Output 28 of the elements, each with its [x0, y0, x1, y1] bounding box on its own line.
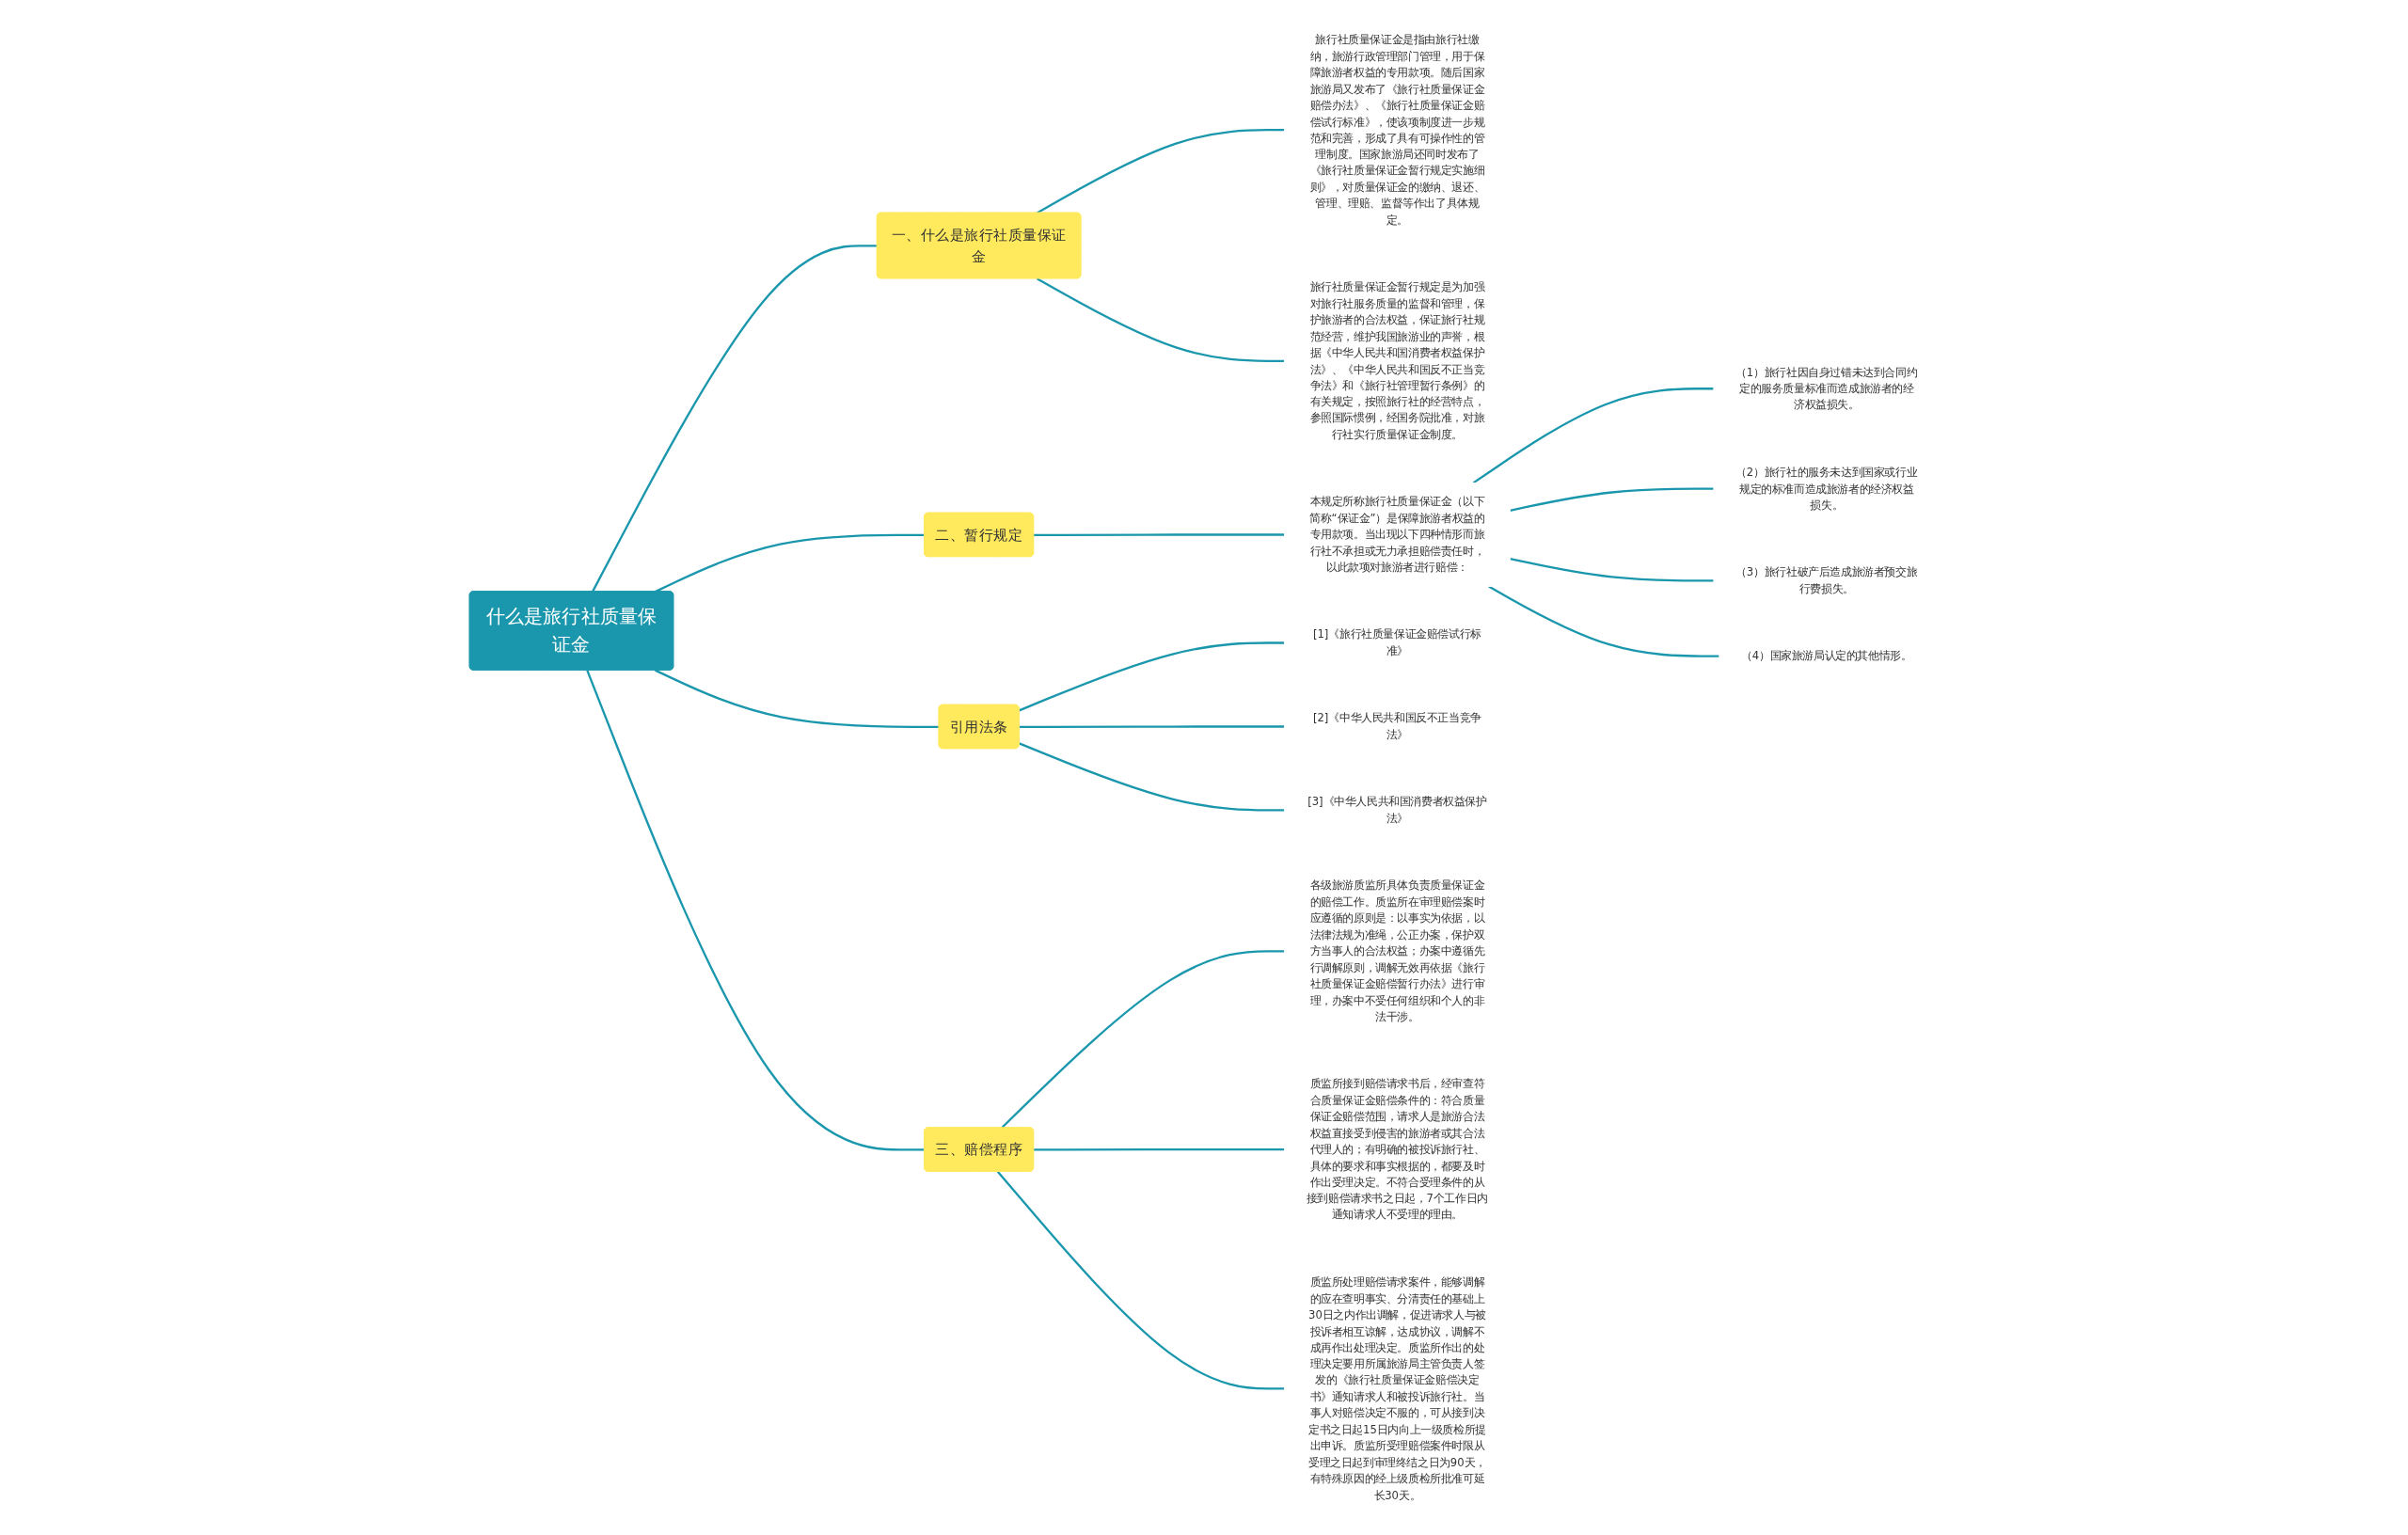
connector [591, 245, 878, 593]
connector [654, 669, 940, 729]
connector [1509, 487, 1714, 512]
connector [1487, 585, 1719, 657]
connector [1019, 725, 1285, 729]
node-text: （2）旅行社的服务未达到国家或行业规定的标准而造成旅游者的经济权益损失。 [1735, 466, 1917, 512]
node-text: （3）旅行社破产后造成旅游者预交旅行费损失。 [1735, 565, 1917, 595]
node-text: （4）国家旅游局认定的其他情形。 [1740, 649, 1912, 663]
connector [1509, 558, 1714, 582]
node-text: [3]《中华人民共和国消费者权益保护法》 [1307, 795, 1487, 825]
node-text: [2]《中华人民共和国反不正当竞争法》 [1312, 711, 1481, 741]
node-text: （1）旅行社因自身过错未达到合同约定的服务质量标准而造成旅游者的经济权益损失。 [1735, 365, 1917, 412]
connector [1036, 129, 1285, 214]
node-text: 本规定所称旅行社质量保证金（以下简称“保证金”）是保障旅游者权益的专用款项。当出现以下四种情形而旅行社不承担或无力承担赔偿责任时，以此款项对旅游者进行赔偿： [1308, 495, 1484, 575]
node-text: 旅行社质量保证金是指由旅行社缴纳，旅游行政管理部门管理，用于保障旅游者权益的专用款项。随后国家旅游局又发布了《旅行社质量保证金赔偿办法》、《旅行社质量保证金赔偿试行标准》，使该项制度进一步规范和完善，形成了具有可操作性的管理制度。国家旅游局还同时发布了《旅行社质量保证金暂行规定实施细则》，对质量保证金的缴纳、退还、管理、理赔、监督等作出了具体规定。 [1309, 33, 1484, 227]
connector [1018, 641, 1285, 712]
node-text: 各级旅游质监所具体负责质量保证金的赔偿工作。质监所在审理赔偿案时应遵循的原则是：以事实为依据，以法律法规为准绳，公正办案，保护双方当事人的合法权益；办案中遵循先行调解原则，调解无效再依据《旅行社质量保证金赔偿暂行办法》进行审理，办案中不受任何组织和个人的非法干涉。 [1309, 878, 1484, 1023]
connector [1033, 533, 1285, 537]
connector [585, 670, 925, 1151]
connector [996, 1170, 1285, 1390]
connector [1033, 1147, 1285, 1151]
connector [1472, 388, 1714, 484]
node-text: [1]《旅行社质量保证金赔偿试行标准》 [1312, 627, 1481, 658]
connector [1036, 277, 1285, 362]
node-text: 质监所接到赔偿请求书后，经审查符合质量保证金赔偿条件的：符合质量保证金赔偿范围，请求人是旅游合法权益直接受到侵害的旅游者或其合法代理人的；有明确的被投诉旅行社、具体的要求和事实根据的，都要及时作出受理决定。不符合受理条件的从接到赔偿请求书之日起，7个工作日内通知请求人不受理的理由。 [1306, 1077, 1488, 1222]
node-text: 旅行社质量保证金暂行规定是为加强对旅行社服务质量的监督和管理，保护旅游者的合法权益，保证旅行社规范经营，维护我国旅游业的声誉，根据《中华人民共和国消费者权益保护法》、《中华人民共和国反不正当竞争法》和《旅行社管理暂行条例》的有关规定，按照旅行社的经营特点，参照国际惯例，经国务院批准，对旅行社实行质量保证金制度。 [1309, 280, 1484, 441]
connector [1018, 742, 1285, 812]
node-text: 质监所处理赔偿请求案件，能够调解的应在查明事实、分清责任的基础上30日之内作出调解，促进请求人与被投诉者相互谅解，达成协议，调解不成再作出处理决定。质监所作出的处理决定要用所属旅游局主管负责人签发的《旅行社质量保证金赔偿决定书》通知请求人和被投诉旅行社。当事人对赔偿决定不服的，可从接到决定书之日起15日内向上一级质检所提出申诉。质监所受理赔偿案件时限从受理之日起到审理终结之日为90天，有特殊原因的经上级质检所批准可延长30天。 [1307, 1275, 1486, 1502]
